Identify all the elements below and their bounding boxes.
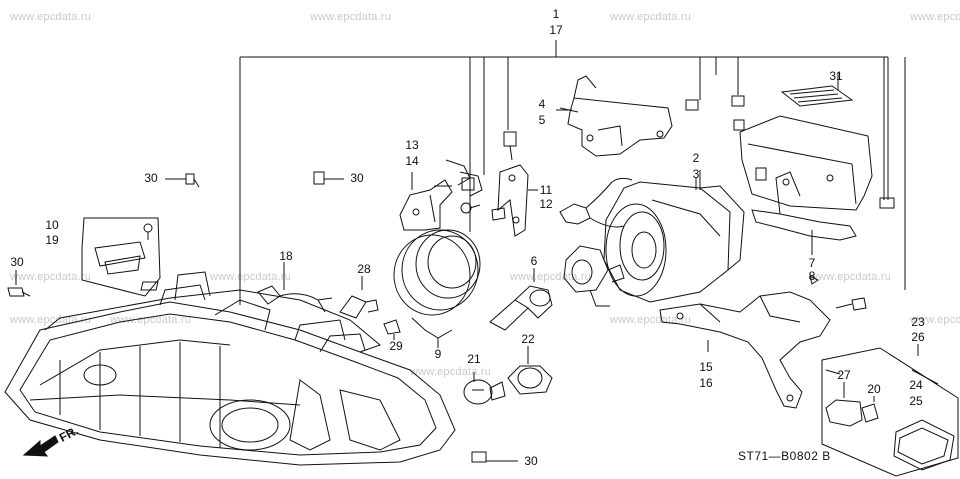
part-15-16-bracket <box>659 291 867 409</box>
callout-13: 13 <box>405 138 419 152</box>
watermark: www.epcdata.ru <box>410 366 492 378</box>
callout-30: 30 <box>524 454 538 468</box>
diagram-code: ST71—B0802 B <box>738 449 831 463</box>
watermark: www.epcdata.ru <box>610 11 692 23</box>
watermark: www.epcdata.ru <box>910 11 960 23</box>
watermark: www.epcdata.ru <box>310 11 392 23</box>
part-22-socket <box>507 346 553 395</box>
callout-4: 4 <box>538 97 546 111</box>
callout-12: 12 <box>539 197 553 211</box>
screw-30-top-left <box>165 173 200 188</box>
callout-27: 27 <box>837 368 851 382</box>
watermark: www.epcdata.ru <box>910 314 960 326</box>
part-10-19-bracket <box>81 217 161 297</box>
callout-21: 21 <box>467 352 481 366</box>
part-31-label-bracket <box>739 72 873 211</box>
watermark: www.epcdata.ru <box>10 271 92 283</box>
watermark: www.epcdata.ru <box>510 271 592 283</box>
part-9-ring <box>393 229 481 348</box>
watermark: www.epcdata.ru <box>810 271 892 283</box>
callout-22: 22 <box>521 332 535 346</box>
callout-24: 24 <box>909 378 923 392</box>
part-13-14-bracket <box>399 159 483 231</box>
callout-29: 29 <box>389 339 403 353</box>
callout-14: 14 <box>405 154 419 168</box>
callout-16: 16 <box>699 376 713 390</box>
part-7-8-bracket <box>751 171 857 285</box>
callout-23: 23 <box>911 315 925 329</box>
assembly-bracket-lines <box>239 40 906 305</box>
callout-5: 5 <box>538 113 546 127</box>
callout-8: 8 <box>808 269 816 283</box>
callout-18: 18 <box>279 249 293 263</box>
callout-10: 10 <box>45 218 59 232</box>
callout-30: 30 <box>10 255 24 269</box>
callout-7: 7 <box>808 256 816 270</box>
callout-1: 1 <box>552 7 560 21</box>
watermark: www.epcdata.ru <box>110 314 192 326</box>
headlight-housing <box>4 271 456 466</box>
callout-25: 25 <box>909 394 923 408</box>
part-4-5-bracket <box>556 75 673 157</box>
callout-3: 3 <box>692 167 700 181</box>
callout-15: 15 <box>699 360 713 374</box>
direction-arrow <box>22 435 59 457</box>
leader-lines <box>434 107 939 385</box>
callout-31: 31 <box>829 69 843 83</box>
callout-20: 20 <box>867 382 881 396</box>
callout-17: 17 <box>549 23 563 37</box>
screw-30-left <box>7 270 31 297</box>
part-11-12-bracket <box>491 131 538 237</box>
callout-28: 28 <box>357 262 371 276</box>
small-screws <box>461 95 895 209</box>
callout-30: 30 <box>350 171 364 185</box>
part-29-clip <box>383 319 401 340</box>
screw-30-bottom <box>471 451 518 463</box>
callout-11: 11 <box>539 183 553 197</box>
part-28-bulb <box>339 276 379 319</box>
callout-6: 6 <box>530 254 538 268</box>
callout-9: 9 <box>434 347 442 361</box>
callout-30: 30 <box>144 171 158 185</box>
screw-30-middle <box>313 171 344 185</box>
callout-19: 19 <box>45 233 59 247</box>
part-6-bulb <box>489 268 553 331</box>
part-2-3-projector <box>559 177 745 307</box>
callout-26: 26 <box>911 330 925 344</box>
callout-2: 2 <box>692 151 700 165</box>
part-21-bulb <box>463 372 506 405</box>
watermark: www.epcdata.ru <box>210 271 292 283</box>
side-marker-box <box>821 344 959 477</box>
watermark: www.epcdata.ru <box>10 11 92 23</box>
part-18-socket <box>257 262 333 313</box>
